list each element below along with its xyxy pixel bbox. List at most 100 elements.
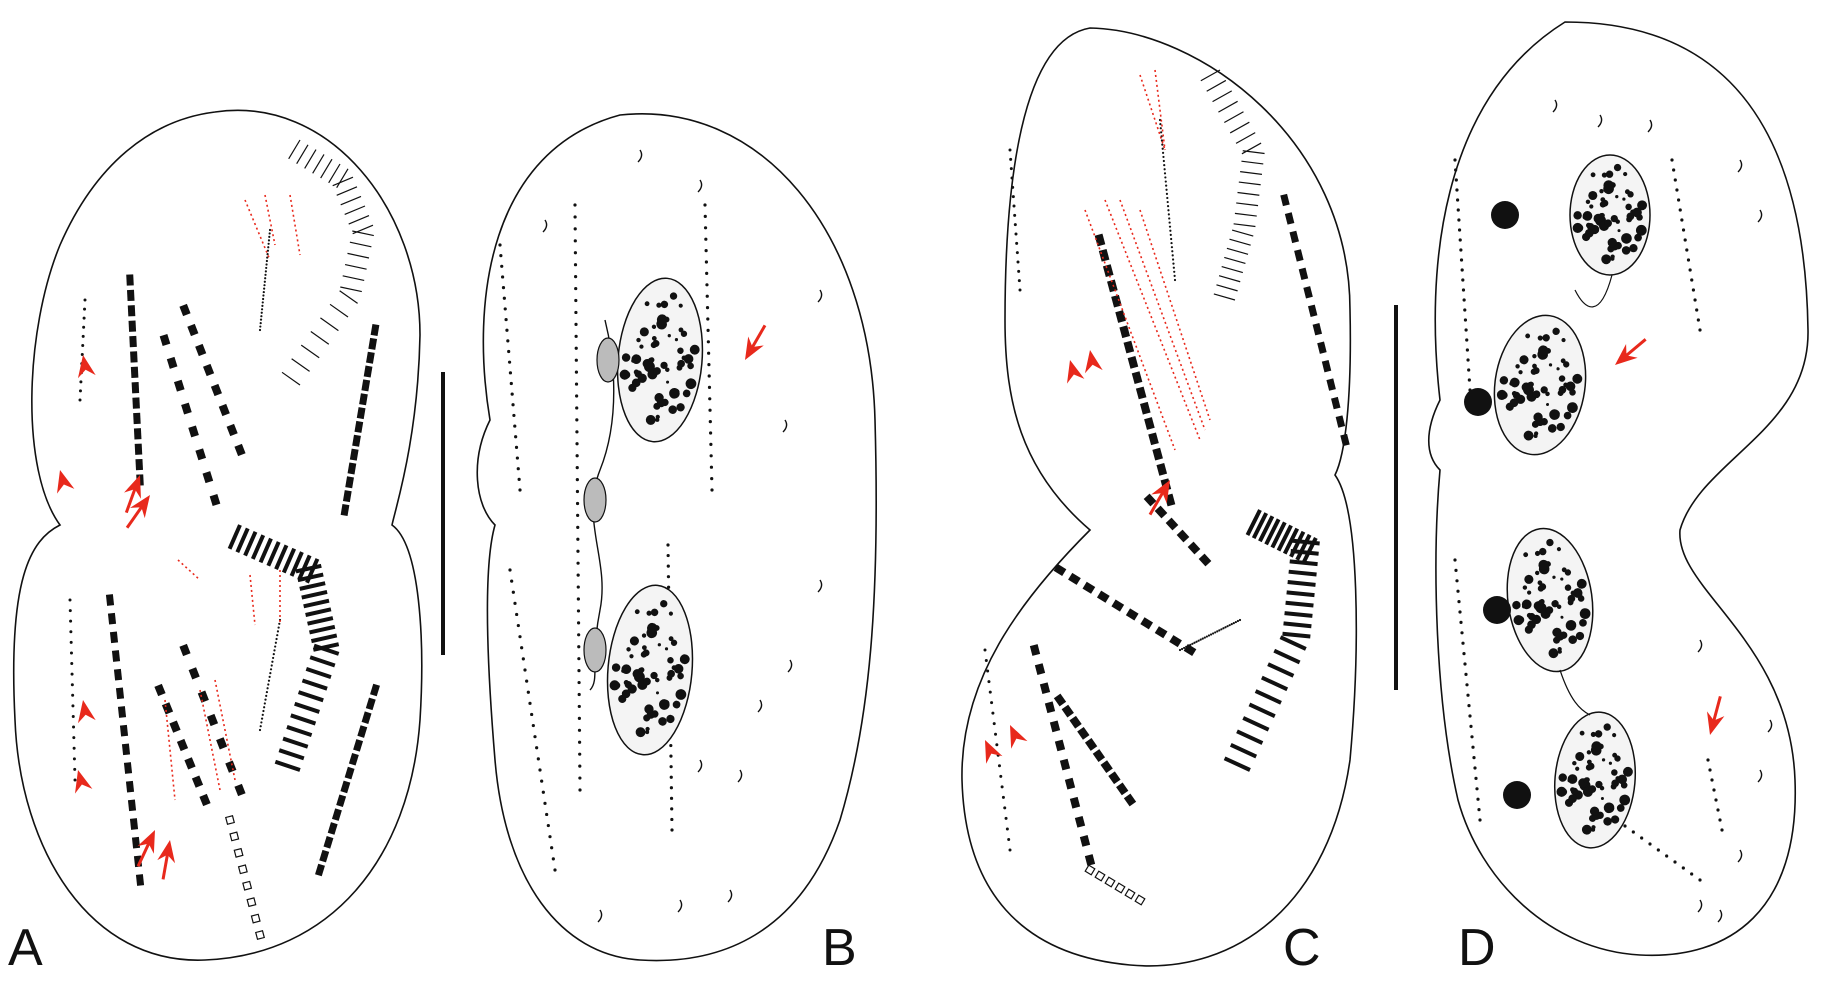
adoral-membranelle [1218, 275, 1241, 283]
dorsal-kinety [575, 430, 579, 434]
left-kinety [984, 659, 988, 663]
left-kinety [986, 669, 990, 673]
frontoventral-cirri [1143, 493, 1157, 507]
left-kinety [1014, 232, 1018, 236]
frontoventral-cirri [206, 713, 219, 727]
cirral-row [1079, 835, 1091, 847]
panel-label-a: A [8, 919, 43, 977]
dorsal-kinety [515, 612, 519, 617]
frontoventral-cirri [1100, 760, 1113, 774]
paroral-membrane [258, 728, 262, 732]
cirral-row [131, 382, 140, 394]
dorsal-kinety [530, 712, 534, 717]
adoral-membranelle [1235, 132, 1256, 144]
dorsal-kinety [508, 568, 512, 572]
transverse-cirri [246, 897, 257, 908]
dorsal-kinety [1454, 568, 1458, 573]
left-kinety [1013, 223, 1017, 227]
red-arrowhead-icon [1084, 350, 1103, 374]
left-kinety [1012, 204, 1016, 208]
panel-label-c: C [1283, 919, 1321, 977]
dorsal-kinety [1455, 579, 1459, 583]
marginal-cirri [348, 752, 359, 766]
red-arrowhead-icon [75, 770, 93, 794]
paroral-membrane [1171, 258, 1175, 261]
nuclear-apparatus-b [583, 277, 704, 756]
dorsal-kinety [707, 374, 711, 378]
paroral-membrane [1171, 250, 1174, 253]
dorsal-kinety [707, 385, 712, 389]
cirral-row [127, 799, 137, 812]
adoral-membranelle [1242, 150, 1265, 155]
dorsal-kinety [575, 454, 579, 458]
panel-a: A [8, 109, 423, 977]
cirral-row [105, 594, 115, 606]
dorsal-kinety [536, 757, 540, 761]
dorsal-kinety [1474, 776, 1478, 781]
paroral-membrane [260, 717, 264, 720]
dorsal-kinety [1690, 872, 1694, 876]
red-dotted-connector [249, 574, 256, 626]
dorsal-kinety [516, 623, 520, 628]
frontoventral-cirri [209, 494, 221, 506]
transverse-cirri [229, 831, 240, 842]
dorsal-kinety [1465, 338, 1469, 342]
paroral-membrane [1161, 143, 1164, 146]
paroral-membrane [262, 294, 265, 297]
dorsal-kinety [666, 564, 670, 568]
marginal-cirri [1335, 415, 1346, 428]
frontoventral-cirri [181, 402, 192, 415]
cirral-row [126, 289, 135, 302]
marginal-cirri [1312, 323, 1323, 336]
left-kinety [1016, 260, 1020, 264]
paroral-membrane [1168, 221, 1171, 224]
frontoventral-cirri [176, 738, 189, 752]
paroral-membrane [259, 725, 262, 728]
dorsal-bristle [697, 759, 703, 773]
dorsal-kinety [1708, 768, 1712, 772]
adoral-membranelle [1236, 729, 1264, 745]
adoral-membranelle [296, 144, 309, 164]
dorsal-kinety [1455, 188, 1459, 192]
dorsal-kinety [1720, 828, 1724, 832]
paroral-membrane [277, 626, 280, 629]
red-dotted-connector [164, 699, 176, 801]
dorsal-kinety [575, 406, 579, 410]
dorsal-bristle [677, 899, 683, 913]
red-dotted-connector [289, 194, 301, 256]
dorsal-kinety [703, 214, 707, 218]
left-kinety [71, 714, 75, 718]
marginal-cirri [359, 393, 368, 406]
adoral-membranelle [227, 524, 242, 550]
panel-label-d: D [1458, 919, 1496, 977]
paroral-membrane [259, 322, 262, 325]
transverse-cirri [1114, 882, 1126, 894]
adoral-membranelle [336, 186, 358, 196]
paroral-membrane [1162, 159, 1165, 163]
marginal-cirri [365, 697, 376, 711]
paroral-membrane [1166, 200, 1169, 204]
transverse-cirri [1084, 864, 1096, 876]
red-arrow-icon [1707, 695, 1725, 735]
dorsal-kinety [577, 728, 582, 732]
red-arrowhead-icon [77, 700, 96, 724]
left-kinety [1017, 269, 1021, 273]
left-kinety [991, 711, 995, 715]
dorsal-kinety [526, 690, 530, 694]
cirral-row [1074, 815, 1086, 828]
paroral-membrane [268, 235, 271, 238]
macronucleus [1493, 314, 1587, 456]
adoral-membranelle [1223, 756, 1251, 772]
paroral-membrane [1207, 634, 1211, 637]
dorsal-bristle [1737, 159, 1743, 173]
adoral-membranelle [1287, 580, 1316, 587]
adoral-membranelle [1276, 524, 1293, 552]
dorsal-kinety [1473, 766, 1477, 770]
dorsal-kinety [1706, 758, 1710, 762]
adoral-membranelle [297, 554, 312, 581]
dorsal-kinety [1673, 860, 1677, 864]
marginal-cirri [323, 836, 334, 849]
dorsal-kinety [1476, 797, 1480, 801]
paroral-membrane [260, 308, 264, 311]
paroral-membrane [265, 259, 268, 263]
